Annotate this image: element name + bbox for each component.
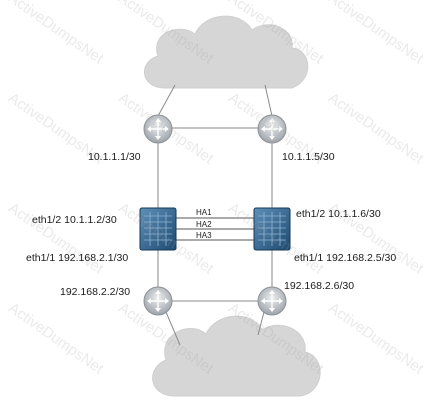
router-3-ip-label: 192.168.2.2/30 [60,286,131,298]
ha-links [176,217,254,241]
router-2-icon [257,114,287,144]
fw2-eth11-label: eth1/1 192.168.2.5/30 [294,252,397,264]
fw1-eth12-label: eth1/2 10.1.1.2/30 [32,214,117,226]
link-cloud-r2 [264,84,273,117]
link-r4-cloud [257,311,265,336]
router-4-ip-label: 192.168.2.6/30 [284,280,355,292]
fw1-eth11-label: eth1/1 192.168.2.1/30 [26,252,129,264]
links [157,84,273,346]
ha2-label: HA2 [196,220,212,229]
link-r3-cloud [165,311,181,346]
link-cloud-r1 [157,84,176,117]
router-2-ip-label: 10.1.1.5/30 [282,151,335,163]
firewall-2-icon [253,207,291,251]
firewall-1-icon [139,207,177,251]
fw2-eth12-label: eth1/2 10.1.1.6/30 [296,208,381,220]
router-1-ip-label: 10.1.1.1/30 [88,151,141,163]
ha3-label: HA3 [196,231,212,240]
ha1-label: HA1 [196,208,212,217]
top-cloud [143,15,309,89]
router-1-icon [143,114,173,144]
router-4-icon [257,286,287,316]
router-3-icon [143,286,173,316]
bottom-cloud [152,315,321,397]
